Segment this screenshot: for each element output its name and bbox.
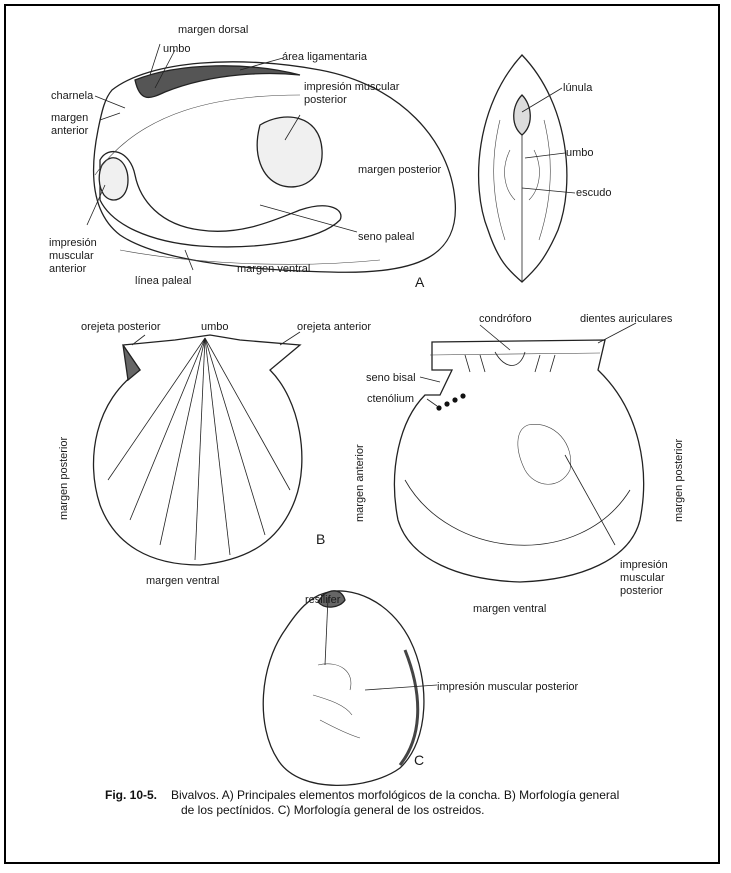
- label-margen-dorsal: margen dorsal: [178, 24, 248, 36]
- label-margen-posterior-a: margen posterior: [358, 164, 441, 176]
- label-impresion-b-2: muscular: [620, 572, 665, 584]
- label-margen-anterior-b: margen anterior: [354, 444, 366, 522]
- figure-letter-c: C: [414, 752, 424, 768]
- label-ctenolium: ctenólium: [367, 393, 414, 405]
- label-umbo-dorsal: umbo: [566, 147, 594, 159]
- caption-number: Fig. 10-5.: [105, 788, 157, 802]
- figure-caption: Fig. 10-5. Bivalvos. A) Principales eleme…: [105, 788, 695, 818]
- label-margen-ventral-b-left: margen ventral: [146, 575, 219, 587]
- label-impresion-anterior-3: anterior: [49, 263, 87, 275]
- label-escudo: escudo: [576, 187, 611, 199]
- label-linea-paleal: línea paleal: [135, 275, 191, 287]
- caption-line-1: Bivalvos. A) Principales elementos morfo…: [171, 788, 619, 802]
- scallop-interior-illustration: [394, 340, 643, 582]
- label-impresion-anterior-2: muscular: [49, 250, 94, 262]
- label-charnela: charnela: [51, 90, 94, 102]
- label-margen-posterior-b-right: margen posterior: [673, 439, 685, 522]
- label-impresion-b-1: impresión: [620, 559, 668, 571]
- caption-line-2: de los pectínidos. C) Morfología general…: [105, 803, 695, 818]
- label-margen-posterior-b: margen posterior: [58, 437, 70, 520]
- label-seno-paleal: seno paleal: [358, 231, 414, 243]
- oyster-illustration: [263, 591, 424, 786]
- label-impresion-anterior-1: impresión: [49, 237, 97, 249]
- label-margen-ventral-a: margen ventral: [237, 263, 310, 275]
- label-margen-anterior-2: anterior: [51, 125, 89, 137]
- scallop-exterior-illustration: [93, 335, 301, 565]
- label-margen-ventral-b-right: margen ventral: [473, 603, 546, 615]
- label-umbo-b: umbo: [201, 321, 229, 333]
- label-margen-anterior-1: margen: [51, 112, 88, 124]
- label-seno-bisal: seno bisal: [366, 372, 416, 384]
- label-orejeta-anterior: orejeta anterior: [297, 321, 371, 333]
- label-dientes-auriculares: dientes auriculares: [580, 313, 673, 325]
- label-condroforo: condróforo: [479, 313, 532, 325]
- label-impresion-posterior-2: posterior: [304, 94, 347, 106]
- label-resilifer: resilifer: [305, 594, 341, 606]
- label-umbo-a: umbo: [163, 43, 191, 55]
- label-impresion-posterior-1: impresión muscular: [304, 81, 400, 93]
- figure-letter-b: B: [316, 531, 325, 547]
- label-lunula: lúnula: [563, 82, 593, 94]
- label-orejeta-posterior: orejeta posterior: [81, 321, 161, 333]
- label-impresion-b-3: posterior: [620, 585, 663, 597]
- label-impresion-c: impresión muscular posterior: [437, 681, 579, 693]
- figure-letter-a: A: [415, 274, 425, 290]
- label-area-ligamentaria: área ligamentaria: [282, 51, 368, 63]
- clam-dorsal-illustration: [479, 55, 567, 282]
